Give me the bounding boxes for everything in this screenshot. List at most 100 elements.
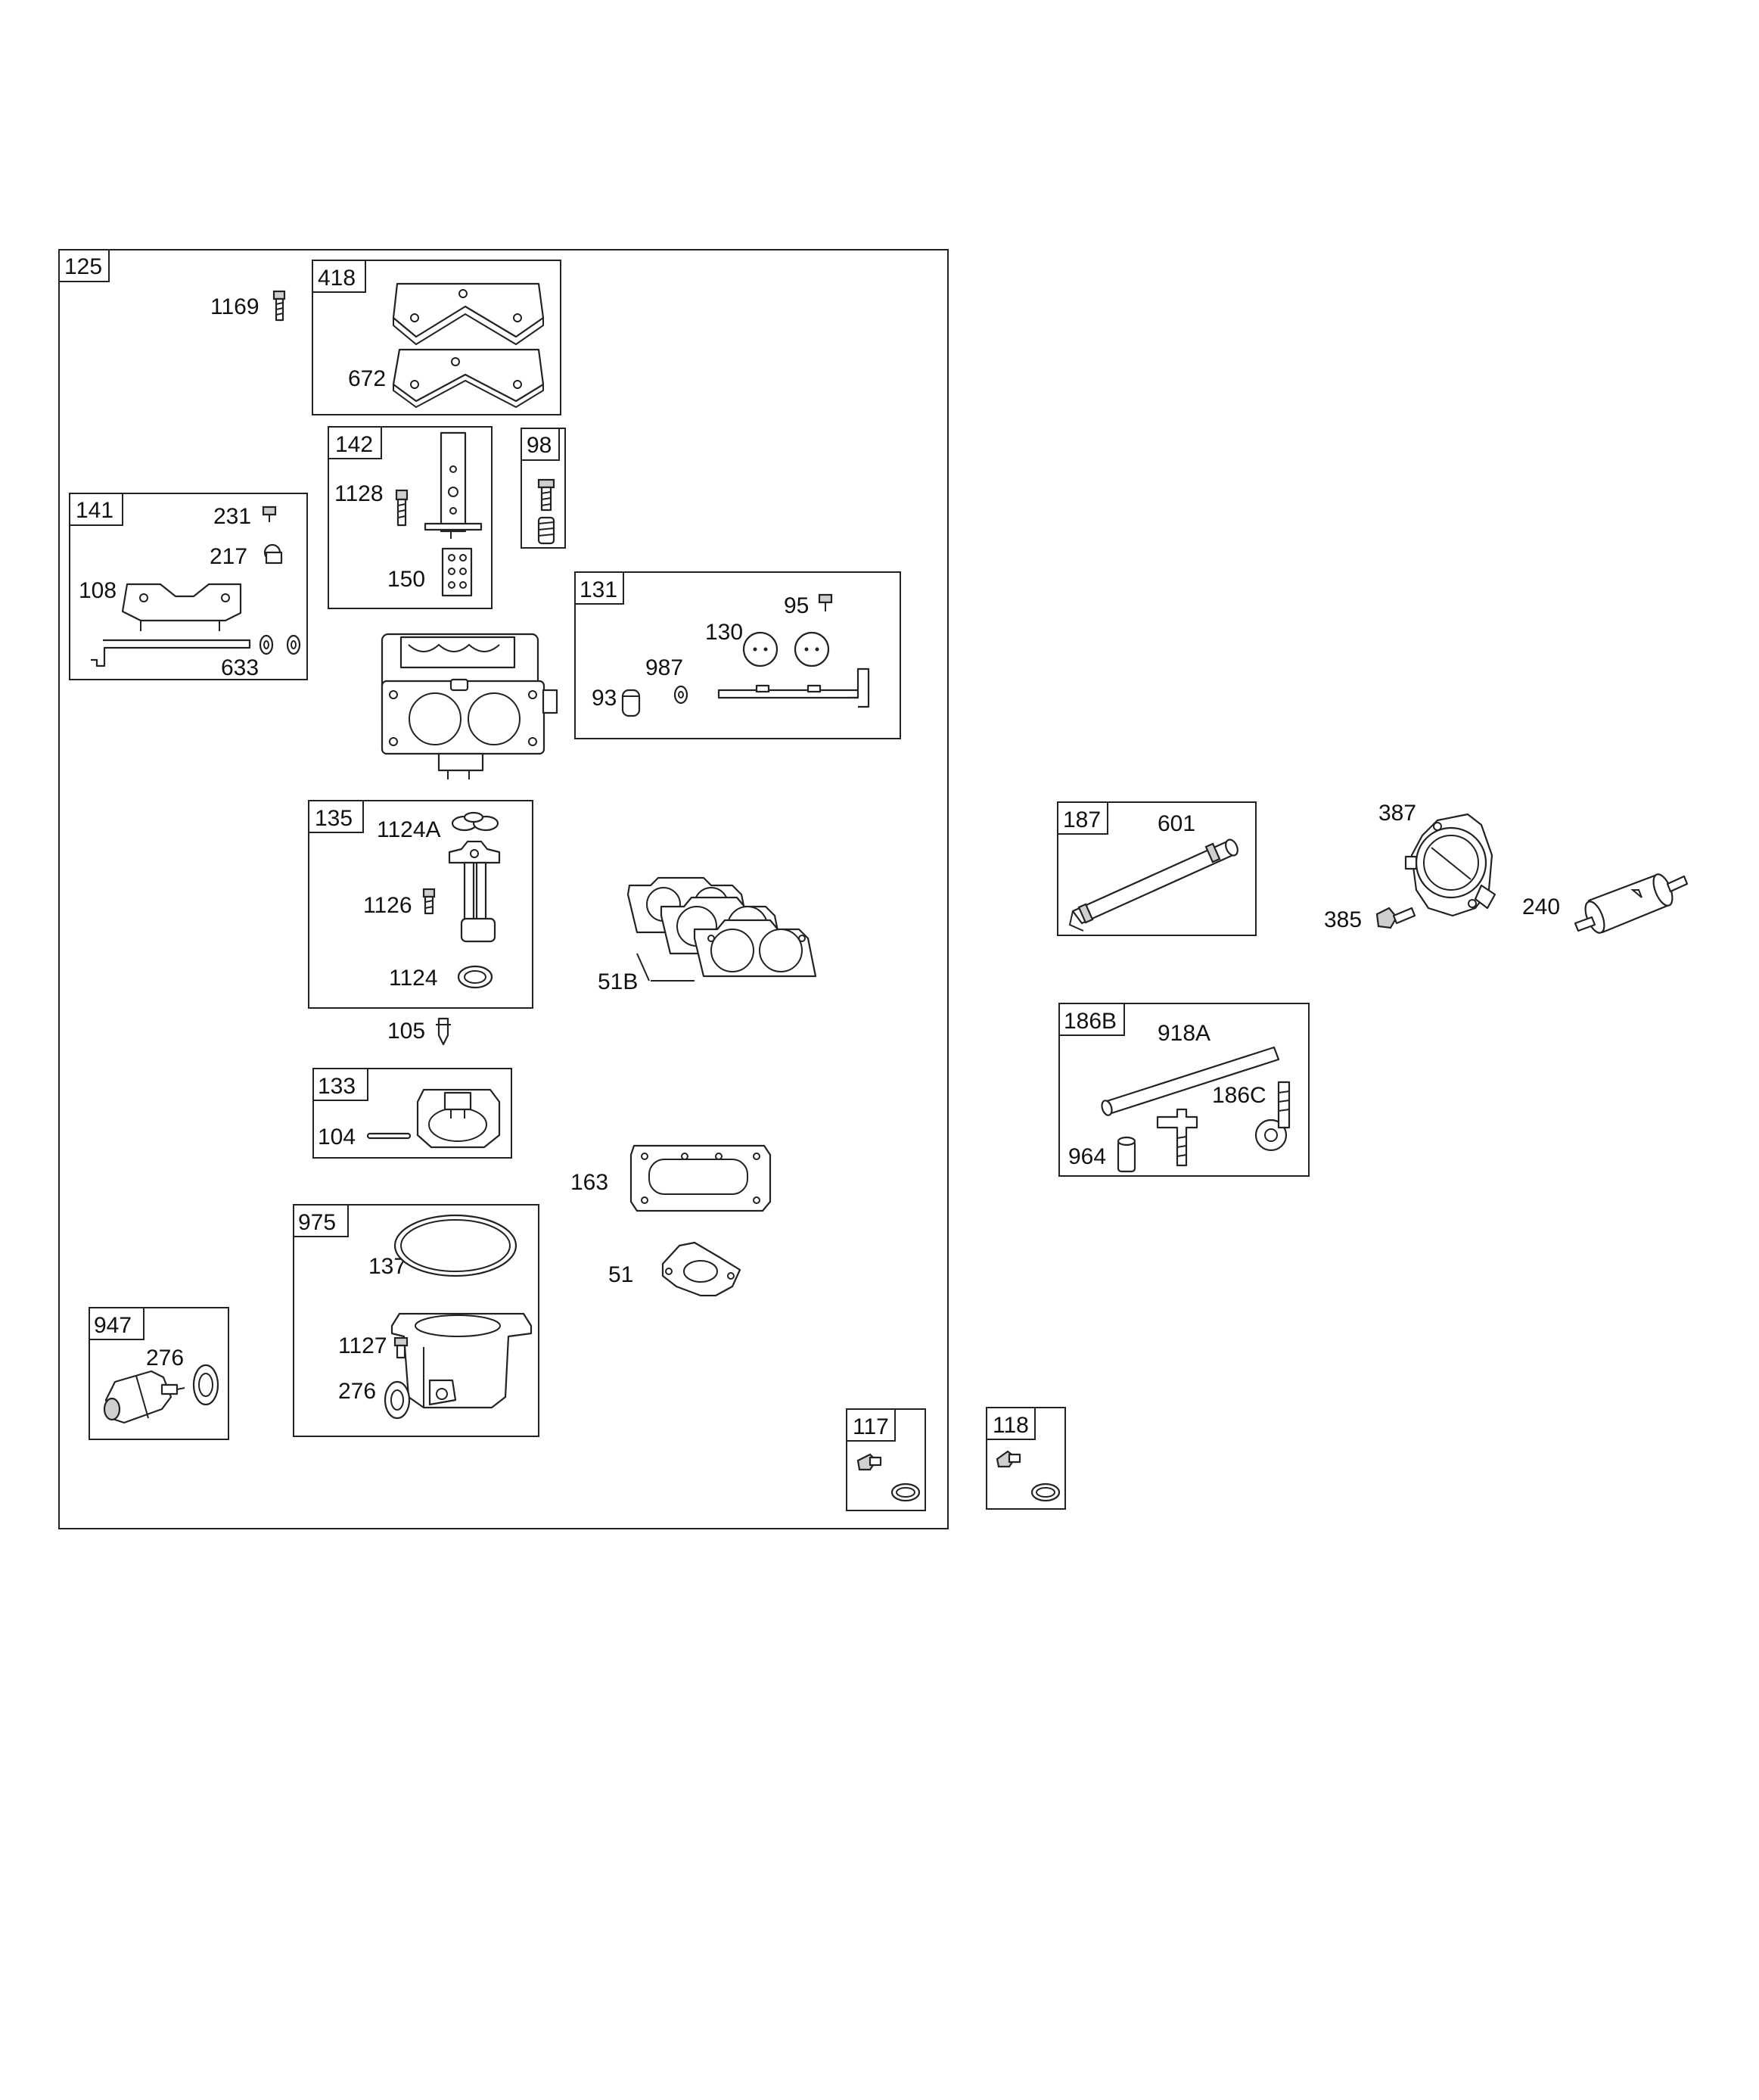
part-387[interactable]: 387 — [1378, 801, 1496, 917]
part-104[interactable]: 104 — [318, 1125, 412, 1150]
part-135-float[interactable] — [448, 840, 501, 943]
part-217[interactable]: 217 — [210, 543, 283, 569]
part-186C[interactable]: 186C — [1212, 1081, 1291, 1152]
part-276-solenoid[interactable]: 276 — [146, 1346, 219, 1406]
callout-633: 633 — [221, 655, 259, 680]
part-1126[interactable]: 1126 — [363, 888, 436, 918]
group-125-label: 125 — [64, 254, 102, 279]
part-1127[interactable]: 1127 — [338, 1333, 409, 1359]
callout-918A: 918A — [1158, 1021, 1210, 1046]
callout-1126: 1126 — [363, 893, 412, 918]
callout-95: 95 — [784, 593, 809, 618]
group-141-frame — [69, 493, 308, 680]
group-133-frame — [312, 1068, 512, 1159]
callout-387: 387 — [1378, 801, 1416, 826]
callout-1124A: 1124A — [377, 817, 441, 842]
part-163[interactable]: 163 — [570, 1144, 772, 1212]
part-137[interactable]: 137 — [368, 1214, 517, 1279]
part-672[interactable]: 672 — [348, 348, 545, 409]
part-105[interactable]: 105 — [387, 1017, 451, 1046]
group-118-label: 118 — [993, 1413, 1029, 1438]
group-142-tab — [328, 426, 382, 459]
group-947: 947 — [89, 1307, 229, 1440]
group-133: 133 — [312, 1068, 512, 1159]
callout-51: 51 — [608, 1262, 633, 1287]
part-130[interactable]: 130 — [705, 620, 830, 667]
callout-231: 231 — [213, 504, 251, 529]
callout-1127: 1127 — [338, 1333, 387, 1358]
group-117: 117 — [846, 1408, 926, 1511]
group-133-label: 133 — [318, 1074, 356, 1099]
group-975-label: 975 — [298, 1210, 336, 1235]
group-975: 975 — [293, 1204, 539, 1437]
group-187: 187 — [1057, 801, 1257, 936]
group-186B: 186B — [1058, 1003, 1310, 1177]
callout-601: 601 — [1158, 811, 1195, 836]
part-418-plate-upper[interactable] — [392, 282, 545, 346]
group-98-tab — [521, 428, 560, 461]
group-418-frame — [312, 260, 561, 415]
part-1128[interactable]: 1128 — [334, 481, 409, 527]
part-98-screw-spring[interactable] — [537, 478, 555, 545]
callout-130: 130 — [705, 620, 743, 645]
group-186B-tab — [1058, 1003, 1125, 1036]
part-1124A[interactable]: 1124A — [377, 811, 499, 842]
part-633[interactable]: 633 — [91, 634, 301, 680]
part-385[interactable]: 385 — [1324, 907, 1416, 932]
group-131-label: 131 — [580, 577, 617, 602]
group-135: 135 — [308, 800, 533, 1009]
part-231[interactable]: 231 — [213, 504, 277, 529]
part-150[interactable]: 150 — [387, 547, 473, 597]
part-117-screw-oring[interactable] — [856, 1453, 921, 1502]
group-187-label: 187 — [1063, 807, 1101, 832]
group-187-tab — [1057, 801, 1108, 835]
part-95[interactable]: 95 — [784, 593, 833, 618]
group-947-tab — [89, 1307, 145, 1340]
part-142-bracket[interactable] — [424, 431, 483, 539]
part-240[interactable]: 240 — [1522, 872, 1689, 935]
group-131-frame — [574, 571, 901, 739]
part-186B-fitting[interactable] — [1156, 1108, 1198, 1167]
part-601[interactable]: 601 — [1068, 811, 1240, 932]
group-418-label: 418 — [318, 266, 356, 291]
group-947-label: 947 — [94, 1313, 132, 1338]
part-51B[interactable]: 51B — [598, 876, 817, 994]
part-131-shaft[interactable] — [717, 667, 870, 708]
group-117-label: 117 — [853, 1414, 889, 1439]
part-918A[interactable]: 918A — [1100, 1021, 1280, 1116]
group-142-label: 142 — [335, 432, 373, 457]
callout-108: 108 — [79, 578, 117, 603]
group-135-frame — [308, 800, 533, 1009]
part-987[interactable]: 987 — [645, 655, 688, 705]
group-418-tab — [312, 260, 366, 293]
part-947-solenoid[interactable] — [103, 1370, 185, 1424]
part-93[interactable]: 93 — [592, 686, 641, 717]
part-51[interactable]: 51 — [608, 1241, 741, 1297]
callout-987: 987 — [645, 655, 683, 680]
callout-672: 672 — [348, 366, 386, 391]
callout-93: 93 — [592, 686, 617, 711]
part-1169[interactable]: 1169 — [210, 290, 286, 322]
part-118-screw-oring[interactable] — [996, 1450, 1061, 1502]
callout-1169: 1169 — [210, 294, 259, 319]
group-118: 118 — [986, 1407, 1066, 1510]
group-142-frame — [328, 426, 493, 609]
part-975-bowl[interactable] — [390, 1312, 533, 1409]
callout-105: 105 — [387, 1019, 425, 1044]
part-276-bowl[interactable]: 276 — [338, 1379, 411, 1420]
group-142: 142 — [328, 426, 493, 609]
part-1124[interactable]: 1124 — [389, 965, 493, 991]
group-141: 141 — [69, 493, 308, 680]
part-964[interactable]: 964 — [1068, 1136, 1136, 1173]
part-133-float-bowl[interactable] — [416, 1088, 501, 1149]
carburetor-body[interactable] — [381, 633, 558, 779]
callout-1124: 1124 — [389, 966, 438, 991]
part-108[interactable]: 108 — [79, 578, 242, 631]
group-133-tab — [312, 1068, 368, 1101]
callout-1128: 1128 — [334, 481, 384, 506]
callout-964: 964 — [1068, 1144, 1106, 1169]
group-98: 98 — [521, 428, 566, 549]
callout-217: 217 — [210, 544, 247, 569]
callout-385: 385 — [1324, 907, 1362, 932]
